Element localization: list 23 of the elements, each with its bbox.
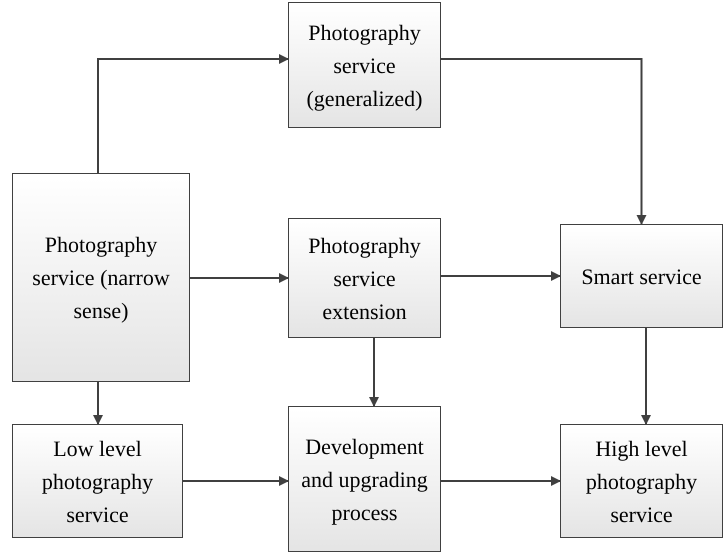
arrow (641, 328, 651, 425)
process-box (560, 224, 723, 328)
box-text: Development and upgrading process (300, 432, 429, 527)
arrow (190, 273, 289, 283)
arrow (97, 54, 289, 173)
process-box (12, 424, 183, 538)
arrow (93, 382, 103, 425)
box-text: High level photography service (584, 434, 698, 528)
box-text: Low level photography service (40, 434, 154, 528)
arrow (441, 58, 646, 225)
process-box (12, 173, 190, 382)
process-box (288, 218, 441, 338)
arrow (441, 271, 561, 281)
process-box (288, 406, 441, 552)
arrow (369, 338, 379, 407)
box-text: Photography service (generalized) (305, 18, 424, 113)
arrow (183, 476, 289, 486)
arrow (441, 476, 561, 486)
box-text: Photography service (narrow sense) (31, 231, 171, 325)
box-text: Smart service (581, 262, 702, 290)
process-box (288, 2, 441, 128)
box-text: Photography service extension (307, 232, 422, 326)
process-box (560, 424, 723, 538)
